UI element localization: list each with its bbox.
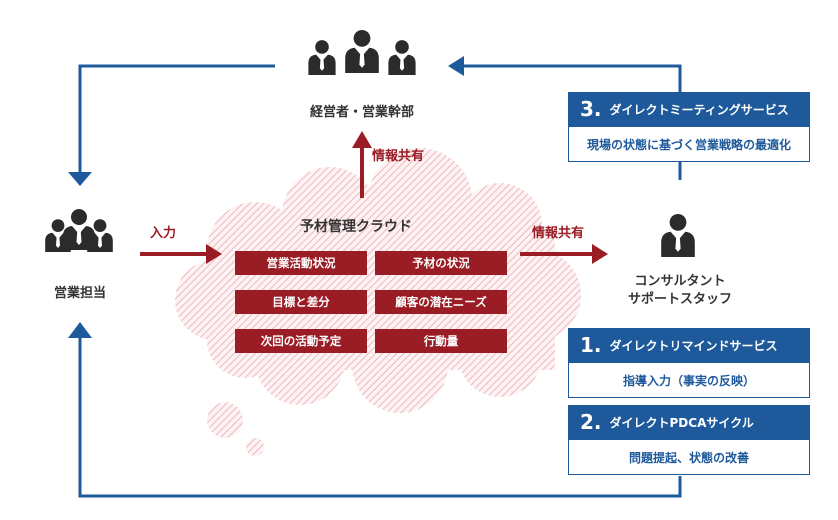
cloud-item: 目標と差分 <box>235 290 367 314</box>
service-2-description: 問題提起、状態の改善 <box>568 439 810 475</box>
service-1-header: 1. ダイレクトリマインドサービス <box>568 328 810 362</box>
service-2-title: ダイレクトPDCAサイクル <box>609 415 754 430</box>
cloud-title: 予材管理クラウド <box>300 219 412 235</box>
service-3-header: 3. ダイレクトミーティングサービス <box>568 92 810 126</box>
share-right-arrow-label: 情報共有 <box>532 226 585 241</box>
input-arrow-label: 入力 <box>150 226 177 241</box>
cloud-item: 予材の状況 <box>375 251 507 275</box>
sales-label: 営業担当 <box>53 286 106 301</box>
executives-label: 経営者・営業幹部 <box>309 105 414 120</box>
service-3-description: 現場の状態に基づく営業戦略の最適化 <box>568 126 810 162</box>
service-2-header: 2. ダイレクトPDCAサイクル <box>568 405 810 439</box>
executives-group-icon <box>308 29 416 75</box>
red-arrows <box>140 131 608 264</box>
service-3-title: ダイレクトミーティングサービス <box>609 102 789 117</box>
cloud-item: 営業活動状況 <box>235 251 367 275</box>
service-3-number: 3. <box>580 97 602 121</box>
consultant-icon <box>661 213 695 257</box>
cloud-item: 顧客の潜在ニーズ <box>375 290 507 314</box>
sales-group-icon <box>45 209 113 252</box>
service-2-number: 2. <box>580 410 602 434</box>
cloud-item: 次回の活動予定 <box>235 329 367 353</box>
service-1-description: 指導入力（事実の反映） <box>568 362 810 398</box>
blue-arrowheads <box>68 56 464 338</box>
consultant-label-line2: サポートスタッフ <box>627 292 732 307</box>
service-1-title: ダイレクトリマインドサービス <box>609 338 778 353</box>
share-up-arrow-label: 情報共有 <box>372 149 425 164</box>
cloud-item: 行動量 <box>375 329 507 353</box>
consultant-label-line1: コンサルタント <box>634 274 726 289</box>
service-1-number: 1. <box>580 333 602 357</box>
